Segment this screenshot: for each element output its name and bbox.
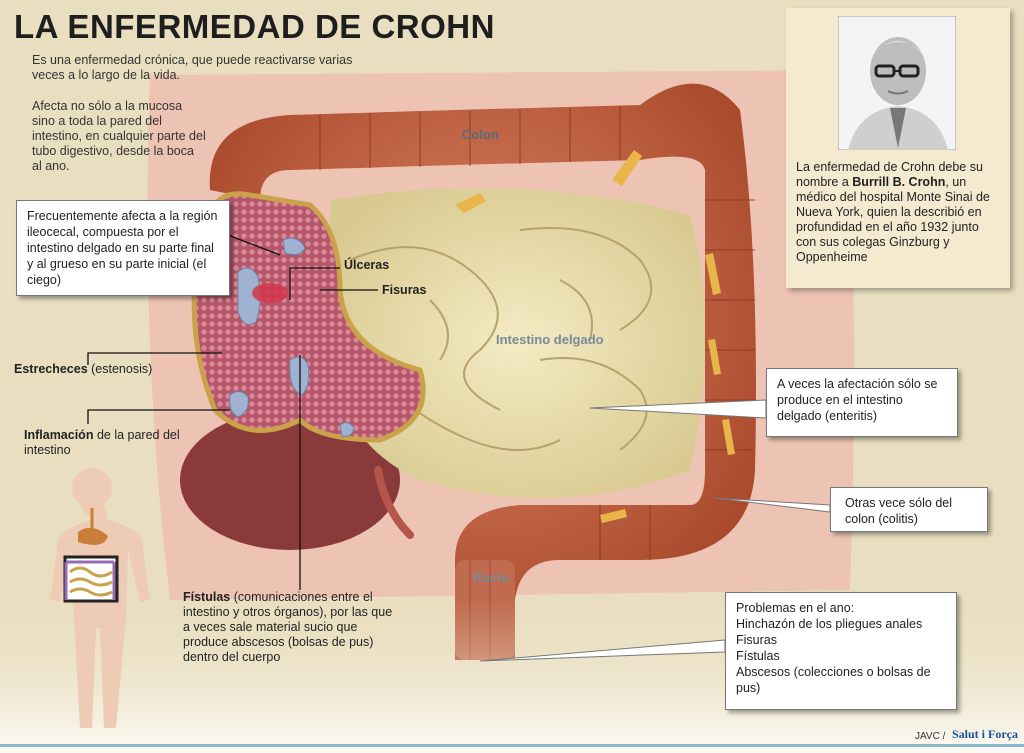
label-fisuras: Fisuras (382, 283, 427, 297)
callout-ileocecal: Frecuentemente afecta a la región ileoce… (16, 200, 230, 296)
label-inflamacion-rest: de la pared del intestino (24, 428, 180, 457)
credit-text: JAVC / (915, 731, 946, 742)
portrait-caption-post: , un médico del hospital Monte Sinai de … (796, 175, 990, 264)
portrait-caption-pre: La enfermedad de Crohn debe su nombre a (796, 160, 983, 189)
label-estrecheces: Estrecheces (estenosis) (14, 362, 214, 377)
label-ulceras: Úlceras (344, 258, 390, 272)
colon-lesions (455, 150, 735, 523)
ileocecal-section (191, 191, 426, 443)
ulcer-spot (252, 283, 288, 303)
callout-ano: Problemas en el ano: Hinchazón de los pl… (725, 592, 957, 710)
portrait-caption: La enfermedad de Crohn debe su nombre a … (796, 160, 1002, 265)
callout-enteritis: A veces la afectación sólo se produce en… (766, 368, 958, 437)
label-inflamacion-bold: Inflamación (24, 428, 94, 442)
callout-colitis: Otras vece sólo del colon (colitis) (830, 487, 988, 532)
callout-ano-item: Abscesos (colecciones o bolsas de pus) (736, 665, 931, 695)
small-intestine (330, 188, 705, 498)
label-rectum: Recto (473, 570, 510, 585)
callout-ano-title: Problemas en el ano: (736, 601, 855, 615)
page-title: LA ENFERMEDAD DE CROHN (14, 8, 495, 45)
label-estrecheces-bold: Estrecheces (14, 362, 88, 376)
label-fistulas: Fístulas (comunicaciones entre el intest… (183, 590, 398, 665)
intro-paragraph-2: Afecta no sólo a la mucosa sino a toda l… (32, 99, 206, 173)
abscess-pockets (229, 237, 355, 437)
label-estrecheces-rest: (estenosis) (87, 362, 153, 376)
cecum (180, 410, 400, 550)
appendix (374, 466, 414, 539)
portrait-caption-name: Burrill B. Crohn (852, 175, 946, 189)
label-small-intestine: Intestino delgado (496, 332, 604, 347)
callout-ano-item: Fístulas (736, 649, 780, 663)
colon-haustra (319, 106, 755, 560)
portrait-photo (838, 16, 956, 150)
label-fistulas-bold: Fístulas (183, 590, 231, 604)
portrait-panel: La enfermedad de Crohn debe su nombre a … (786, 8, 1010, 288)
label-colon: Colon (462, 127, 499, 142)
label-fistulas-rest: (comunicaciones entre el intestino y otr… (183, 590, 393, 664)
label-inflamacion: Inflamación de la pared del intestino (24, 428, 199, 458)
callout-ano-item: Hinchazón de los pliegues anales (736, 617, 923, 631)
small-intestine-folds (349, 227, 653, 451)
intro-paragraph-1: Es una enfermedad crónica, que puede rea… (32, 53, 353, 82)
body-silhouette-icon (50, 468, 150, 728)
brand-logo: Salut i Força (952, 727, 1018, 741)
footer-rule (0, 744, 1024, 747)
callout-ano-item: Fisuras (736, 633, 777, 647)
